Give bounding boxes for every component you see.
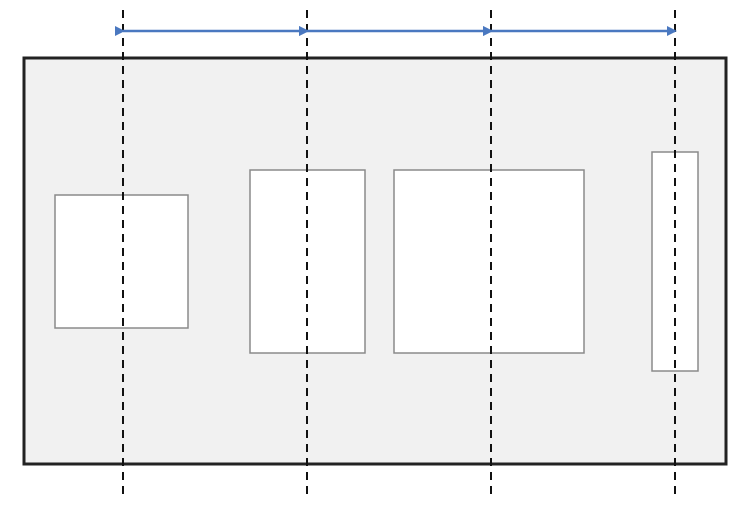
box-3 — [393, 169, 585, 354]
box-1 — [54, 194, 189, 329]
